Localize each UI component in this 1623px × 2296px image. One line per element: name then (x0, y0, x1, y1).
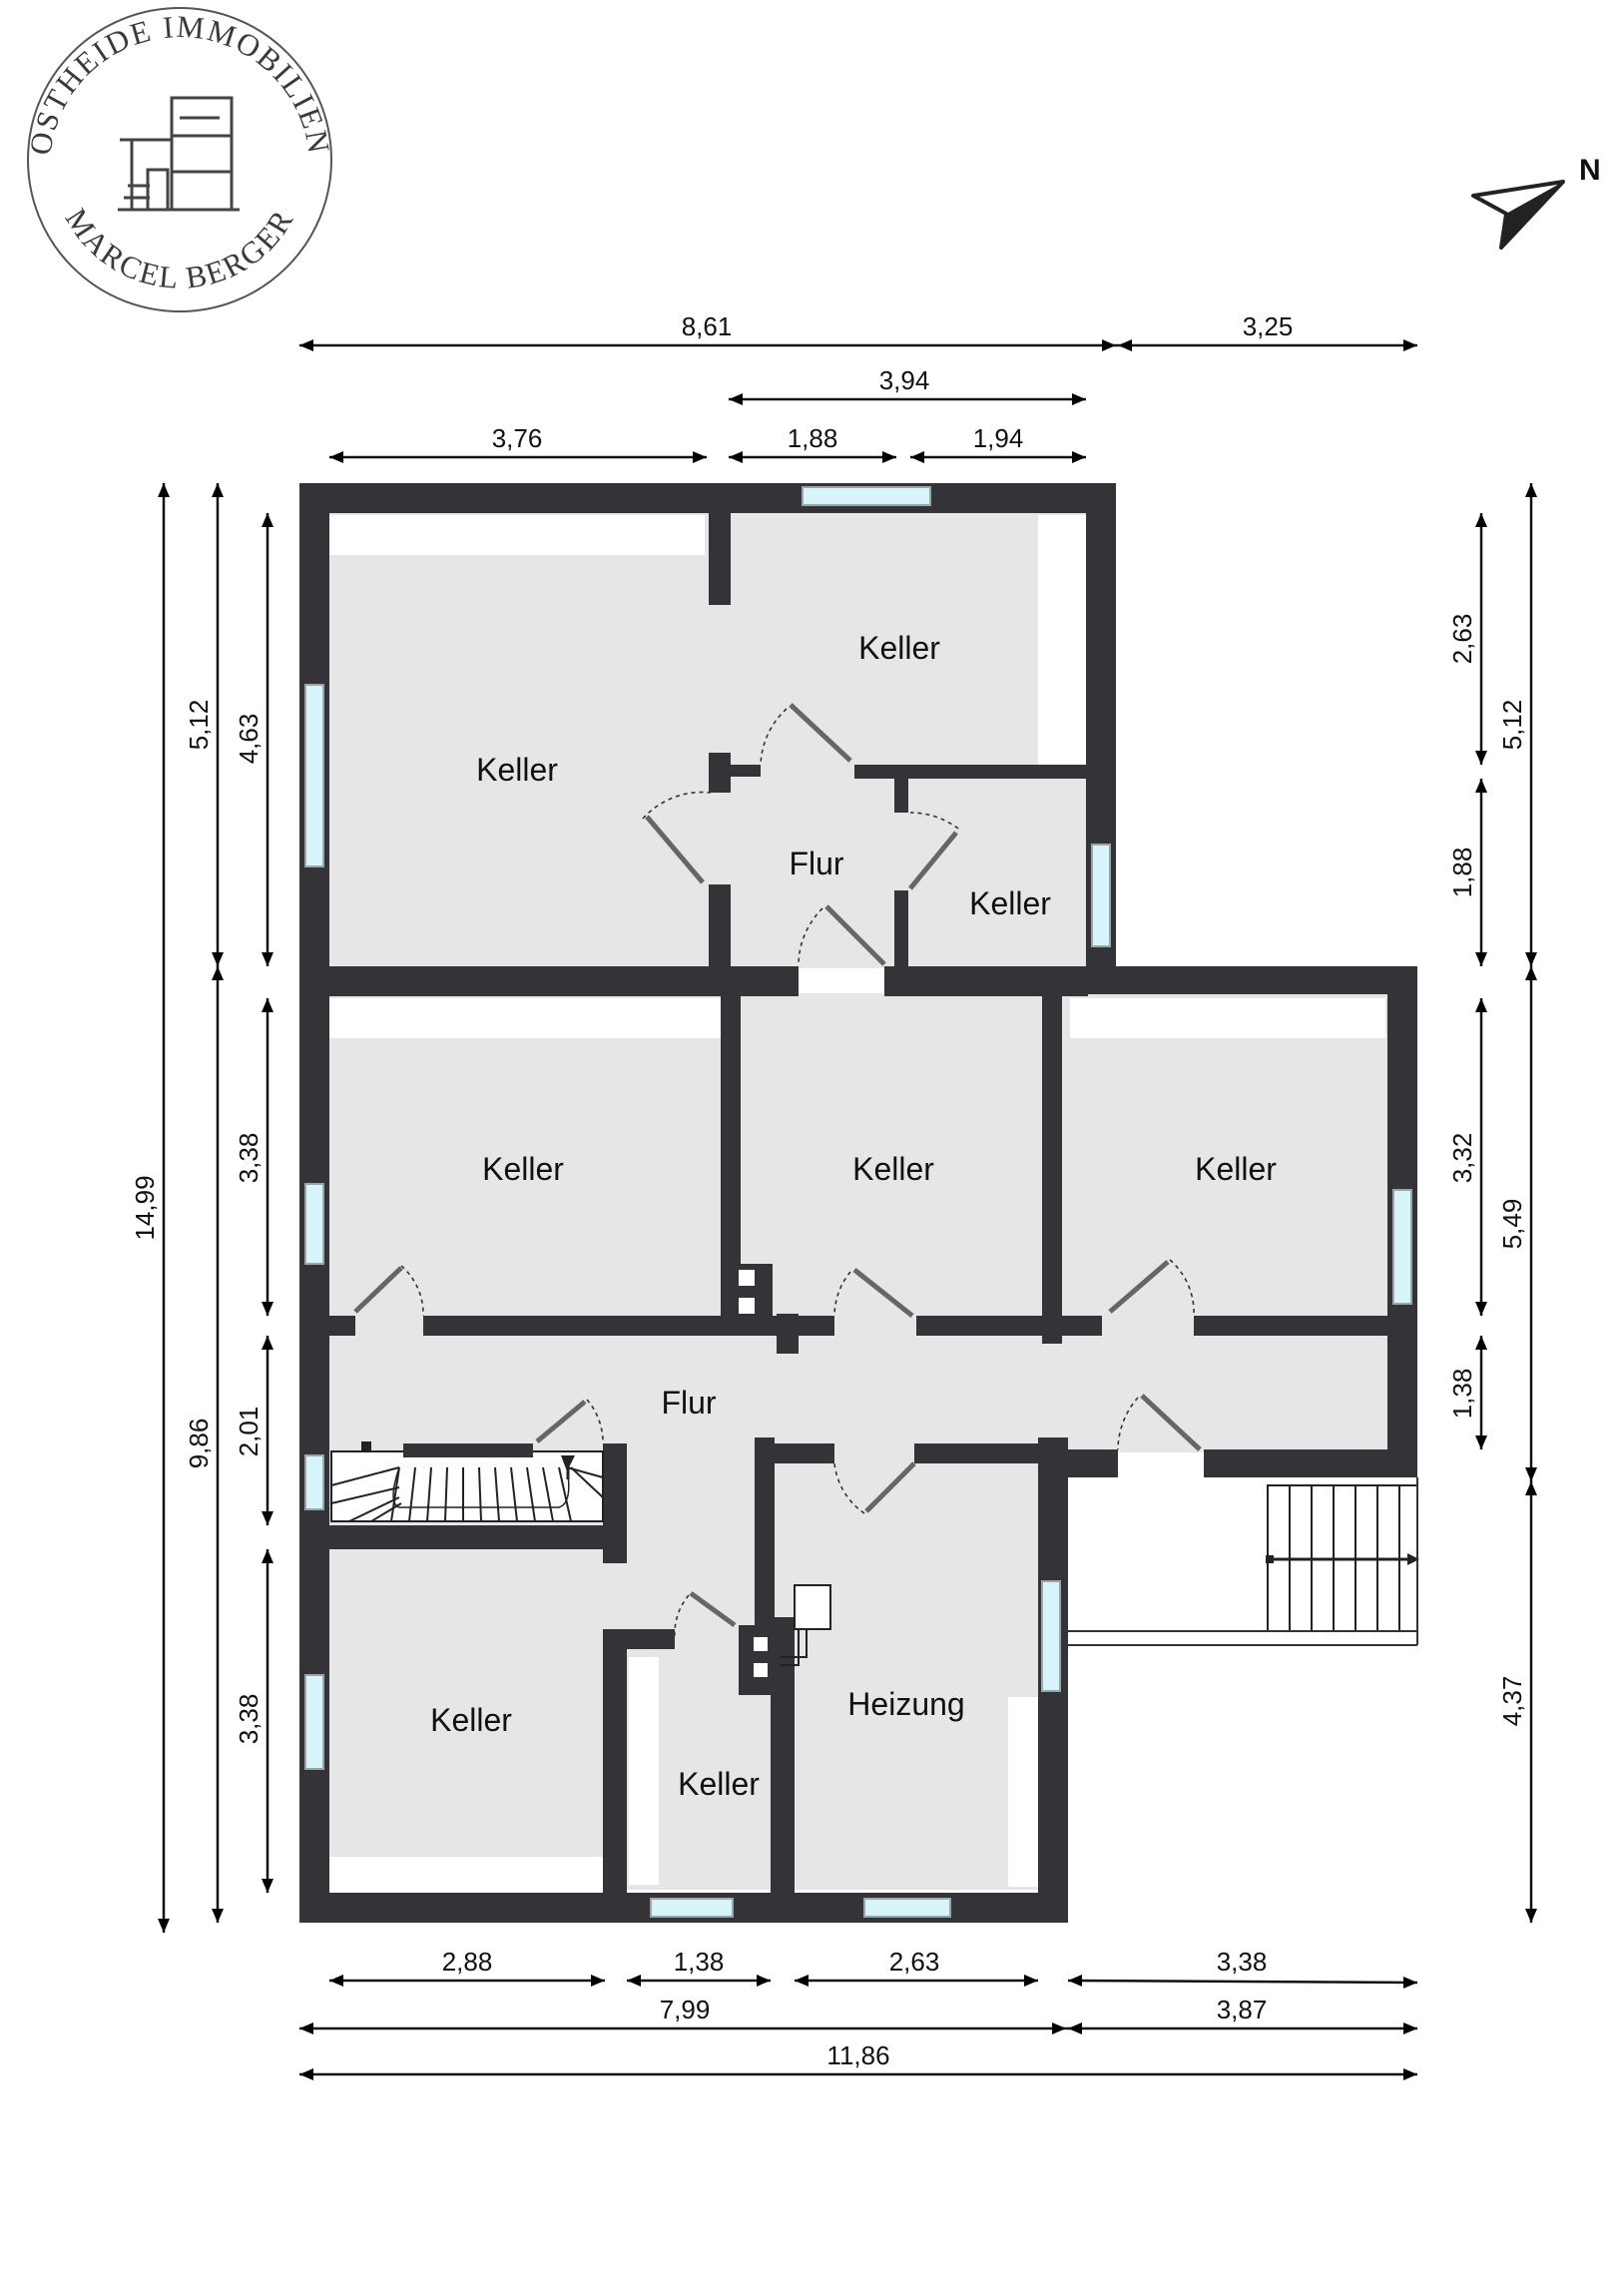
dim-top-right: 3,25 (1243, 311, 1294, 341)
room-label-keller-s-small: Keller (678, 1766, 760, 1802)
dim-top-c: 1,94 (973, 423, 1024, 453)
dim-left-overall: 14,99 (130, 1175, 160, 1240)
doors (353, 703, 1202, 1638)
room-label-heizung: Heizung (847, 1686, 964, 1722)
door-keller-mid-e (1108, 1259, 1195, 1317)
dim-bottom-a: 2,88 (442, 1947, 493, 1977)
logo-bottom-text: MARCEL BERGER (59, 202, 300, 294)
door-keller-mid-w (353, 1265, 424, 1317)
dim-bottom-d: 3,38 (1217, 1947, 1268, 1977)
dim-top-middle: 3,94 (879, 365, 930, 395)
dim-left-upper-inner: 4,63 (234, 714, 264, 765)
room-label-keller-sw: Keller (430, 1702, 512, 1738)
dim-top-total-left: 8,61 (682, 311, 733, 341)
dim-bottom-left-total: 7,99 (660, 1995, 711, 2024)
dimensions-top: 8,61 3,25 3,94 3,76 1,88 1,94 (299, 311, 1417, 463)
windows (304, 486, 1412, 1918)
door-keller-mid-c (833, 1268, 914, 1318)
dim-bottom-overall: 11,86 (826, 2040, 889, 2070)
dimensions-left: 14,99 5,12 4,63 9,86 3,38 2,01 3,38 (130, 483, 273, 1933)
room-label-keller-nw: Keller (476, 752, 558, 788)
dim-right-b: 1,88 (1447, 848, 1477, 898)
room-label-keller-ne: Keller (969, 885, 1051, 921)
dim-left-flur: 2,01 (234, 1407, 264, 1457)
door-stair (535, 1399, 604, 1444)
door-heizung (833, 1461, 916, 1514)
room-label-flur-main: Flur (661, 1385, 716, 1421)
dim-right-lower-outer: 4,37 (1497, 1676, 1527, 1727)
dim-bottom-b: 1,38 (674, 1947, 725, 1977)
north-label: N (1579, 154, 1601, 187)
room-label-keller-n: Keller (858, 630, 940, 666)
floor-areas (327, 511, 1387, 1890)
dim-right-mid-outer: 5,49 (1497, 1199, 1527, 1250)
dim-right-a: 2,63 (1447, 614, 1477, 665)
boiler-icon (781, 1584, 831, 1666)
dim-left-lower: 3,38 (234, 1694, 264, 1745)
dim-top-a: 3,76 (492, 423, 543, 453)
north-arrow-icon: N (1471, 154, 1601, 250)
door-flur-keller-ne (908, 812, 959, 890)
door-flur-keller-n (760, 703, 852, 766)
door-flur-keller-nw (642, 791, 712, 884)
door-keller-s-small (674, 1590, 737, 1638)
door-flur-s (798, 904, 886, 966)
dim-right-d: 1,38 (1447, 1369, 1477, 1420)
interior-staircase (330, 1441, 604, 1522)
dim-left-mid: 3,38 (234, 1133, 264, 1184)
dimensions-right: 2,63 5,12 1,88 3,32 5,49 1,38 4,37 (1447, 483, 1537, 1923)
room-label-flur-n: Flur (789, 846, 843, 881)
house-icon (118, 96, 240, 212)
room-label-keller-mid-c: Keller (852, 1151, 934, 1187)
dim-right-c: 3,32 (1447, 1133, 1477, 1184)
room-label-keller-mid-w: Keller (482, 1151, 564, 1187)
company-logo: OSTHEIDE IMMOBILIEN MARCEL BERGER (22, 7, 335, 312)
dim-bottom-c: 2,63 (889, 1947, 940, 1977)
dim-left-lower-outer: 9,86 (184, 1419, 214, 1469)
exterior-staircase (1068, 1477, 1419, 1646)
dim-left-upper-outer: 5,12 (184, 700, 214, 751)
dim-bottom-right-total: 3,87 (1217, 1995, 1268, 2024)
room-labels: Keller Keller Flur Keller Keller Keller … (430, 630, 1277, 1802)
door-outside (1117, 1394, 1202, 1451)
dim-right-upper-outer: 5,12 (1497, 700, 1527, 751)
dimensions-bottom: 2,88 1,38 2,63 3,38 7,99 3,87 11,86 (299, 1947, 1418, 2080)
dim-top-b: 1,88 (788, 423, 838, 453)
room-label-keller-mid-e: Keller (1195, 1151, 1277, 1187)
